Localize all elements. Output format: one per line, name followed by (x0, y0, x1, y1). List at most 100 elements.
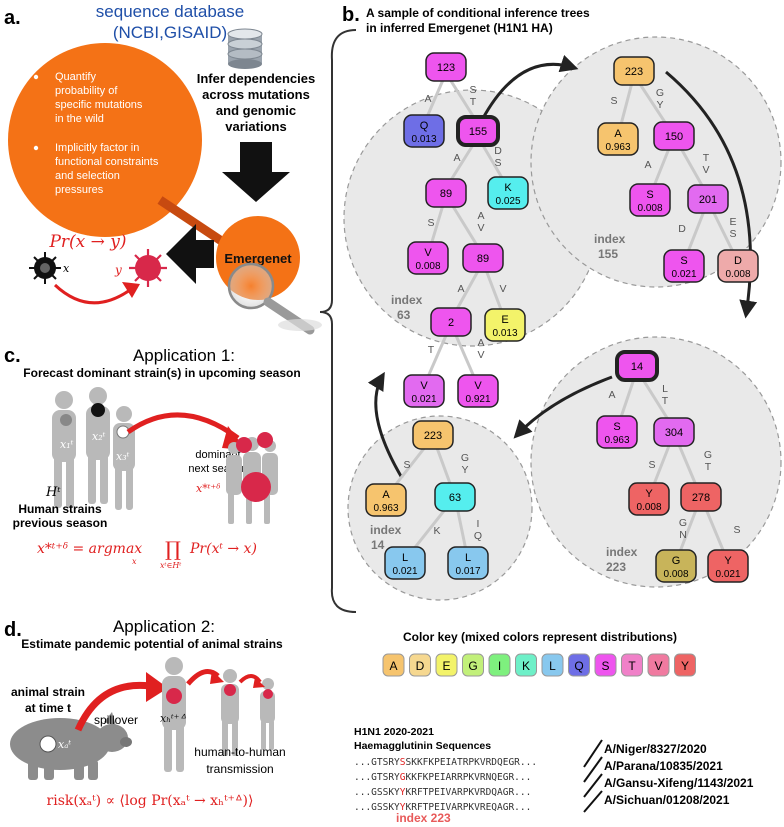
tree-node-value: 0.008 (415, 261, 440, 272)
edge-label: S (427, 217, 434, 229)
edge-label: Q (474, 530, 482, 542)
infer-line-1: Infer dependencies (197, 71, 315, 86)
color-key-swatch (435, 653, 458, 677)
dominant-virus-1-icon (236, 437, 252, 453)
tree-node-label: L (402, 552, 408, 564)
xa-label: xₐᵗ (58, 738, 71, 751)
edge-label: A (457, 283, 464, 295)
sequence-row: ...GTSRYSSKKFKPEIATRPKVRDQEGR... (354, 757, 537, 768)
tree-node-value: 0.021 (392, 566, 417, 577)
tree-node-value: 0.021 (715, 569, 740, 580)
tree-node-nY1 (628, 482, 670, 516)
human-virus-3-icon (263, 689, 273, 699)
color-key-letter: V (654, 659, 662, 673)
human-group-left (52, 387, 135, 510)
left-arrow-icon (166, 224, 214, 284)
edge-label: T (705, 461, 712, 473)
edge-label: S (729, 228, 736, 240)
tree-node-n150 (653, 121, 695, 151)
tree-node-n223a (613, 56, 655, 86)
magnifier-icon (227, 262, 322, 335)
infer-line-3: and genomic (216, 103, 296, 118)
seq-pre: ...GSSKY (354, 802, 400, 813)
seq-hl: Y (400, 802, 406, 813)
color-key-swatch (515, 653, 537, 677)
bullet2-line1: Implicitly factor in (55, 142, 139, 154)
tree-node-nS1 (629, 183, 671, 217)
tree-node-nY2 (707, 549, 749, 583)
emergenet-label: Emergenet (224, 251, 292, 266)
tree-node-value: 0.008 (725, 269, 750, 280)
seq-connector (583, 773, 603, 798)
sequence-row: ...GSSKYYKRFTPEIVARPKVRDQAGR... (354, 787, 531, 798)
tree-node-label: E (501, 314, 508, 326)
edge-label: S (469, 84, 476, 96)
virus-x2-icon (91, 403, 105, 417)
edge-label: D (678, 223, 686, 235)
color-key-swatch (568, 653, 590, 677)
forecast-formula-under: x (132, 557, 137, 566)
h2h-arrow-2 (238, 674, 262, 684)
edge-label: K (433, 525, 440, 537)
edge-label: V (499, 283, 506, 295)
tree-node-label: L (465, 552, 471, 564)
edge-label: S (648, 459, 655, 471)
color-key-letter: Q (574, 659, 583, 673)
animal-virus-icon (39, 735, 57, 753)
tree-node-n89b (462, 243, 504, 273)
db-title: sequence database (96, 2, 244, 21)
color-key-letter: Y (681, 659, 689, 673)
transmission-line-1: human-to-human (194, 745, 285, 759)
seq-post: SKKFKPEIATRPKVRDQEGR... (406, 757, 538, 768)
tree-node-label: 89 (440, 188, 452, 200)
virus-y-label: y (114, 263, 122, 277)
bullet2-line4: pressures (55, 184, 104, 196)
tree-node-label: 14 (631, 361, 643, 373)
tree-node-nE (484, 308, 526, 342)
spillover-arrow-head (146, 672, 168, 702)
forecast-arrow (126, 412, 240, 441)
seq-hl: S (400, 757, 406, 768)
tree-node-value: 0.021 (671, 269, 696, 280)
sequence-rows: ...GTSRYSSKKFKPEIATRPKVRDQEGR... A/Niger/… (354, 739, 754, 813)
panel-b-label: b. (342, 4, 360, 26)
tree-node-label: Y (724, 555, 732, 567)
tree-node-label: Q (420, 120, 429, 132)
color-key-swatch (647, 653, 670, 677)
bullet1-line4: in the wild (55, 113, 104, 125)
strain-name: A/Parana/10835/2021 (604, 759, 723, 773)
database-icon (227, 28, 263, 69)
strain-name: A/Niger/8327/2020 (604, 742, 707, 756)
seq-index-note: index 223 (396, 811, 451, 825)
edge-label: G (656, 87, 664, 99)
tree-node-n123 (425, 52, 467, 82)
edge-label: E (729, 216, 736, 228)
tree-node-value: 0.013 (492, 328, 517, 339)
tree-node-label: 223 (625, 66, 643, 78)
xh-label: xₕᵗ⁺ᐞ (160, 712, 186, 725)
color-key-swatch (488, 653, 511, 677)
index-155-num: 155 (598, 247, 618, 261)
seq-hl: Y (400, 787, 406, 798)
bullet1-line2: probability of (55, 85, 118, 97)
transform-curve-arrow (53, 283, 131, 305)
animal-line-1: animal strain (11, 685, 85, 699)
edge-label: D (494, 145, 502, 157)
bullet1-line3: specific mutations (55, 99, 143, 111)
transform-arrow-head (122, 282, 140, 298)
edge-label: A (477, 210, 484, 222)
forecast-formula-right: Pr(xᵗ → x) (189, 541, 257, 557)
color-key-letter: S (601, 659, 609, 673)
edge-label: G (461, 452, 469, 464)
color-key-letter: G (468, 659, 477, 673)
circle-bullets: Quantify probability of specific mutatio… (33, 71, 159, 196)
edge-label: Y (656, 99, 663, 111)
index-63-num: 63 (397, 308, 411, 322)
color-key-swatch (462, 653, 484, 677)
edge-label: A (424, 93, 431, 105)
bullet1-line1: Quantify (55, 71, 96, 83)
color-key-swatch (541, 653, 564, 677)
sequence-row: ...GTSRYGKKFKPEIARRPKVRNQEGR... (354, 772, 531, 783)
index-155-label: index (594, 232, 626, 246)
